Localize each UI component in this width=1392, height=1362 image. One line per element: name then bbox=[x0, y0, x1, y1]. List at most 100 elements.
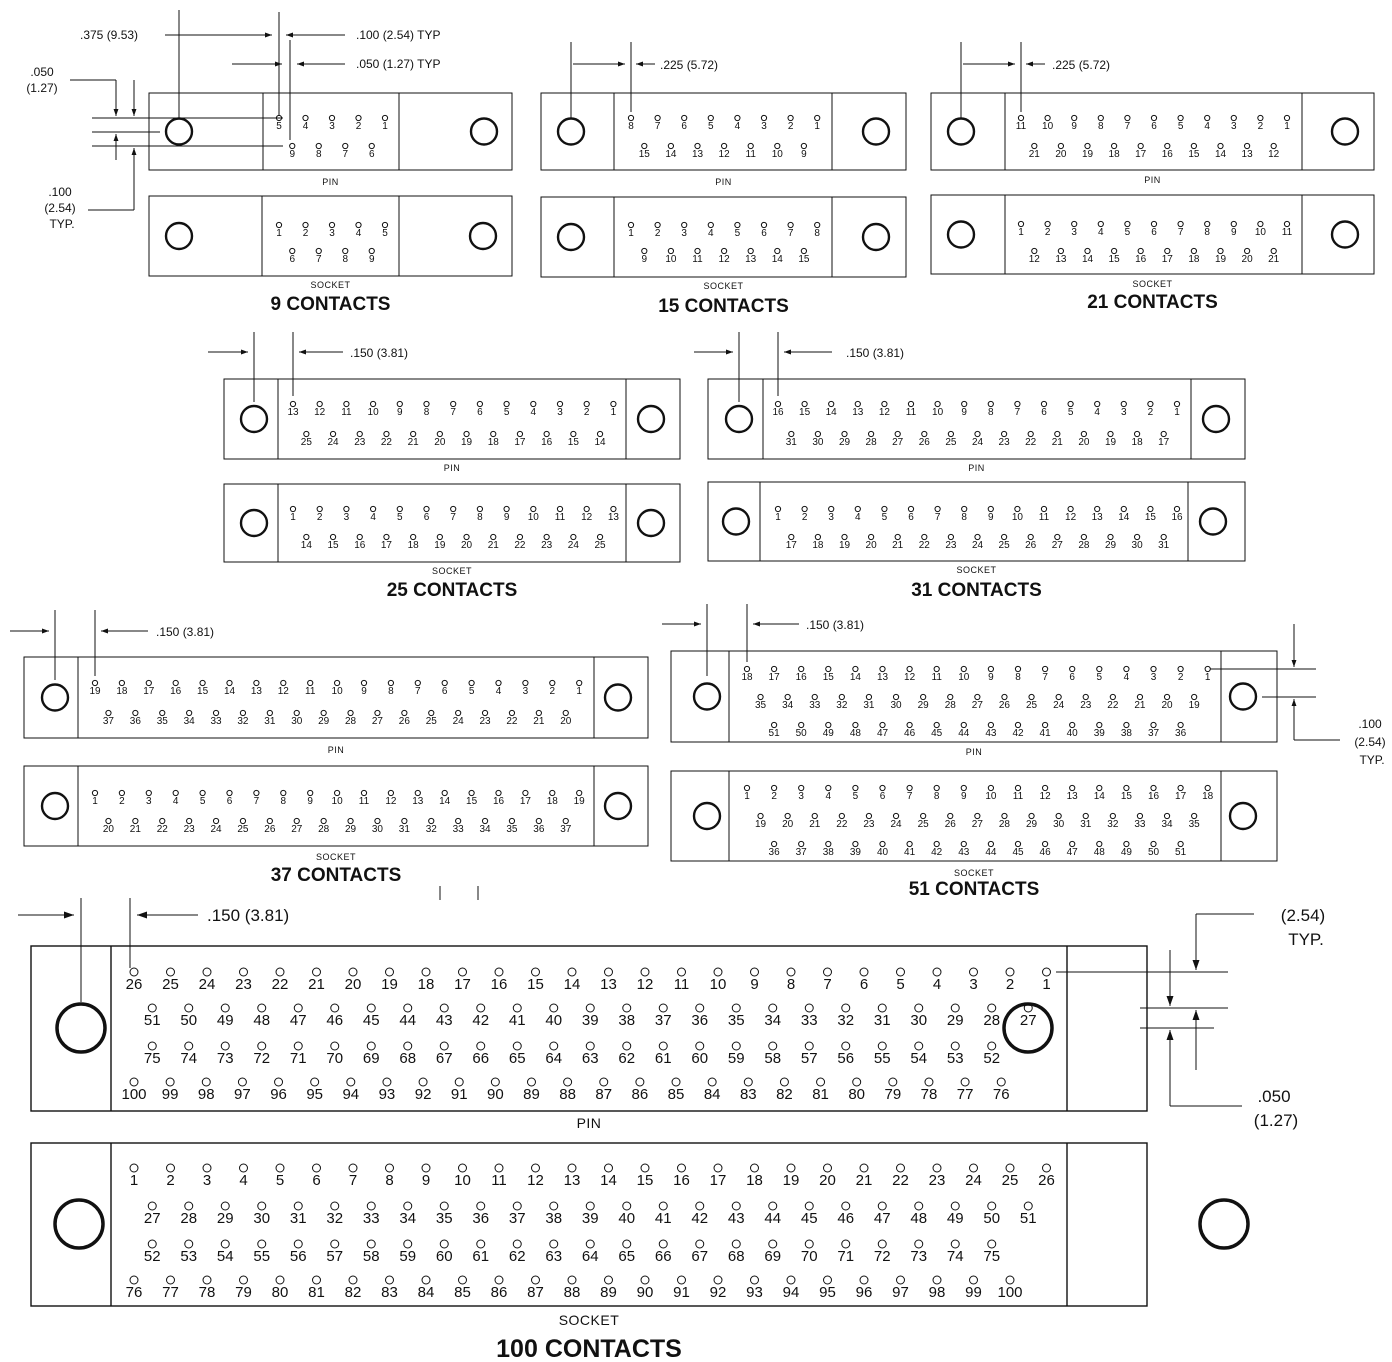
pin-contact-number: 28 bbox=[945, 700, 957, 711]
socket-contact bbox=[784, 812, 791, 820]
dim-text-offset-21: .225 (5.72) bbox=[1052, 58, 1110, 72]
socket-contact-number: 5 bbox=[853, 791, 859, 802]
pin-contact-number: 89 bbox=[523, 1086, 540, 1103]
socket-contact bbox=[368, 247, 375, 255]
pin-contact-number: 19 bbox=[461, 437, 473, 448]
pin-contact bbox=[743, 1077, 753, 1087]
socket-contact-number: 16 bbox=[493, 796, 505, 807]
dim-text-offset-31: .150 (3.81) bbox=[846, 346, 904, 360]
pin-contact-number: 86 bbox=[632, 1086, 649, 1103]
pin-contact-number: 21 bbox=[308, 976, 325, 993]
socket-contact-number: 13 bbox=[1092, 512, 1104, 523]
socket-contact-number: 1 bbox=[744, 791, 750, 802]
socket-contact bbox=[132, 817, 139, 825]
socket-contact bbox=[549, 789, 556, 797]
pin-contact-number: 22 bbox=[506, 716, 518, 727]
pin-contact-number: 79 bbox=[884, 1086, 901, 1103]
pin-contact bbox=[950, 1041, 960, 1051]
pin-contact-number: 88 bbox=[559, 1086, 576, 1103]
pin-contact bbox=[1163, 693, 1171, 701]
socket-contact-number: 17 bbox=[710, 1172, 727, 1189]
pin-contact-number: 37 bbox=[655, 1012, 672, 1029]
pin-contact bbox=[293, 1041, 303, 1051]
socket-contact bbox=[383, 533, 390, 541]
socket-contact bbox=[950, 1239, 960, 1249]
pin-contact-number: 18 bbox=[1109, 149, 1121, 160]
pin-contact-number: 17 bbox=[769, 672, 781, 683]
pin-contact-number: 62 bbox=[618, 1050, 635, 1067]
socket-contact-number: 43 bbox=[958, 847, 970, 858]
socket-contact-number: 9 bbox=[422, 1172, 430, 1189]
socket-contact bbox=[1023, 1201, 1033, 1211]
socket-contact-number: 12 bbox=[1065, 512, 1077, 523]
socket-contact-number: 25 bbox=[1002, 1172, 1019, 1189]
socket-contact bbox=[1080, 533, 1088, 541]
socket-contact-number: 31 bbox=[399, 824, 411, 835]
pin-contact bbox=[787, 114, 794, 122]
mounting-hole-left bbox=[40, 791, 70, 821]
pin-contact-number: 96 bbox=[270, 1086, 287, 1103]
socket-contact bbox=[129, 1275, 139, 1285]
dim-row-stagger-top: .050 (1.27) TYP bbox=[232, 40, 441, 140]
pin-contact-number: 4 bbox=[496, 686, 502, 697]
pin-contact-number: 47 bbox=[290, 1012, 307, 1029]
socket-contact-number: 79 bbox=[235, 1284, 252, 1301]
socket-contact bbox=[804, 1239, 814, 1249]
socket-contact-number: 22 bbox=[836, 819, 848, 830]
socket-contact bbox=[1071, 220, 1078, 228]
socket-contact bbox=[947, 812, 954, 820]
pin-contact-number: 22 bbox=[272, 976, 289, 993]
socket-contact bbox=[257, 1239, 267, 1249]
socket-contact-number: 12 bbox=[581, 512, 593, 523]
pin-contact bbox=[280, 679, 287, 687]
pin-contact-number: 51 bbox=[769, 728, 781, 739]
pin-contact bbox=[543, 430, 550, 438]
socket-contact bbox=[522, 789, 529, 797]
socket-contact-number: 23 bbox=[863, 819, 875, 830]
pin-contact bbox=[987, 1041, 997, 1051]
pin-contact-number: 29 bbox=[318, 716, 330, 727]
dim-text-right-pitch-typ: TYP. bbox=[1359, 753, 1384, 767]
socket-contact bbox=[868, 533, 875, 541]
pin-contact bbox=[914, 1041, 924, 1051]
socket-contact bbox=[347, 817, 354, 825]
socket-contact bbox=[1163, 812, 1171, 820]
pin-contact bbox=[786, 967, 796, 977]
socket-contact bbox=[1094, 505, 1101, 513]
pin-contact bbox=[1042, 967, 1051, 977]
socket-contact bbox=[894, 533, 901, 541]
pin-contact bbox=[257, 1041, 267, 1051]
socket-contact-number: 24 bbox=[965, 1172, 982, 1189]
pin-contact bbox=[960, 1077, 970, 1087]
socket-contact bbox=[771, 784, 778, 792]
socket-contact bbox=[1069, 784, 1076, 792]
pin-contact-number: 2 bbox=[584, 407, 590, 418]
pin-contact bbox=[450, 400, 457, 408]
pin-contact bbox=[383, 430, 390, 438]
mounting-hole-right bbox=[1330, 220, 1360, 249]
dim-text-large-pitch-metric: (2.54) bbox=[1281, 906, 1325, 925]
pin-contact-number: 6 bbox=[477, 407, 483, 418]
pin-contact-number: 18 bbox=[116, 686, 128, 697]
pin-contact bbox=[721, 142, 728, 150]
pin-contact bbox=[771, 665, 778, 673]
pin-contact bbox=[490, 430, 497, 438]
socket-contact bbox=[348, 1275, 358, 1285]
socket-contact-number: 17 bbox=[786, 540, 798, 551]
socket-contact bbox=[987, 840, 995, 848]
socket-contact-number: 44 bbox=[764, 1210, 781, 1227]
dim-pitch-right-100: (2.54) TYP. .050 (1.27) bbox=[1056, 906, 1325, 1130]
pin-contact-number: 32 bbox=[237, 716, 249, 727]
pin-contact bbox=[768, 1003, 778, 1013]
pin-contact-number: 7 bbox=[1015, 407, 1021, 418]
pin-contact-number: 20 bbox=[345, 976, 362, 993]
socket-contact-number: 16 bbox=[1171, 512, 1183, 523]
pin-contact bbox=[428, 709, 435, 717]
pin-contact bbox=[201, 1077, 211, 1087]
socket-contact-number: 10 bbox=[1012, 512, 1024, 523]
socket-contact-number: 13 bbox=[564, 1172, 581, 1189]
socket-contact bbox=[1204, 784, 1211, 792]
socket-contact bbox=[914, 1239, 924, 1249]
pin-contact-number: 16 bbox=[491, 976, 508, 993]
